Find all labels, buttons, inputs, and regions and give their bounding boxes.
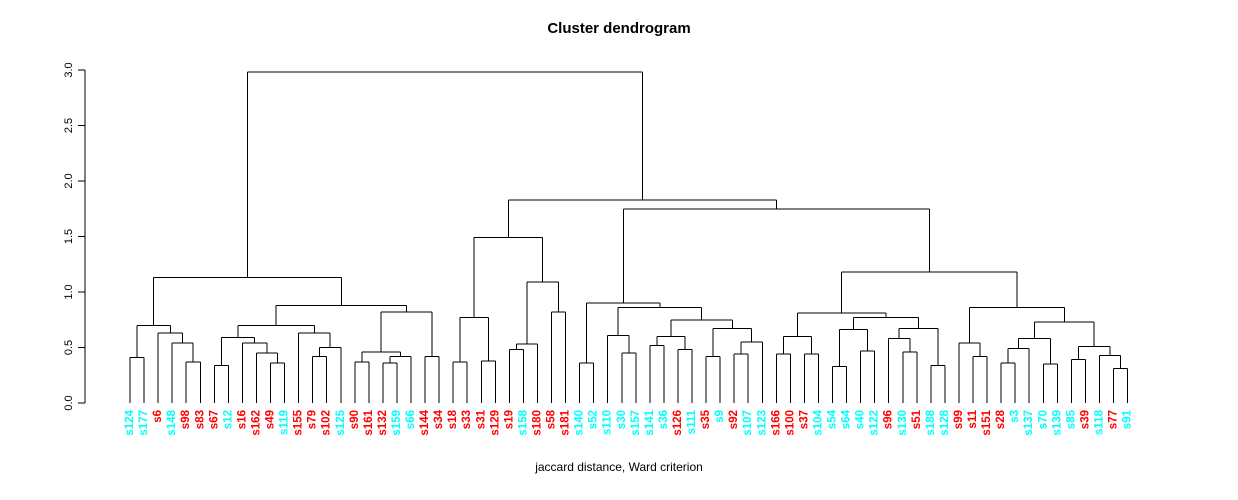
leaf-label: s132	[377, 410, 389, 436]
leaf-label: s67	[208, 410, 220, 429]
leaf-label: s177	[138, 410, 150, 436]
leaf-label: s137	[1023, 410, 1035, 436]
leaf-label: s70	[1037, 410, 1049, 429]
leaf-label: s128	[939, 409, 951, 435]
leaf-label: s40	[855, 410, 867, 429]
leaf-label: s83	[194, 410, 206, 429]
leaf-label: s52	[588, 410, 600, 429]
leaf-label: s37	[798, 410, 810, 429]
axis-tick-label: 0.0	[63, 395, 75, 410]
leaf-label: s110	[602, 410, 614, 435]
leaf-label: s30	[616, 410, 628, 429]
leaf-label: s107	[742, 410, 754, 436]
leaf-label: s35	[700, 409, 712, 429]
leaf-label: s58	[546, 409, 558, 429]
leaf-label: s140	[574, 410, 586, 436]
leaf-label: s119	[279, 410, 291, 435]
chart-title: Cluster dendrogram	[547, 20, 691, 37]
leaf-label: s162	[250, 410, 262, 436]
leaf-label: s188	[925, 409, 937, 435]
leaf-label: s91	[1122, 409, 1134, 429]
leaf-label: s122	[869, 410, 881, 436]
axis-tick-label: 1.0	[63, 284, 75, 299]
leaf-label: s34	[433, 409, 445, 429]
leaf-label: s16	[236, 410, 248, 429]
leaf-label: s79	[307, 410, 319, 429]
leaf-label: s124	[124, 409, 136, 435]
leaf-label: s3	[1009, 410, 1021, 423]
leaf-label: s144	[419, 409, 431, 435]
leaf-label: s9	[714, 410, 726, 423]
leaf-label: s33	[461, 410, 473, 429]
leaf-label: s18	[447, 409, 459, 429]
leaf-label: s11	[967, 409, 979, 428]
leaf-label: s118	[1093, 409, 1105, 435]
leaf-label: s102	[321, 410, 333, 436]
leaf-label: s181	[560, 409, 572, 435]
leaf-label: s6	[152, 410, 164, 423]
leaf-label: s166	[770, 410, 782, 436]
leaf-label: s64	[841, 409, 853, 429]
leaf-label: s12	[222, 410, 234, 429]
axis-tick-label: 3.0	[63, 62, 75, 77]
leaf-label: s104	[812, 409, 824, 435]
leaf-label: s85	[1065, 409, 1077, 429]
leaf-label: s111	[686, 409, 698, 434]
leaf-label: s180	[531, 410, 543, 436]
leaf-label: s36	[658, 410, 670, 429]
leaf-label: s155	[293, 409, 305, 435]
leaf-label: s92	[728, 410, 740, 429]
leaf-label: s77	[1108, 410, 1120, 429]
leaf-label: s157	[630, 410, 642, 436]
leaf-label: s99	[953, 410, 965, 429]
leaf-label: s54	[827, 409, 839, 429]
x-axis-label: jaccard distance, Ward criterion	[535, 460, 703, 474]
leaf-label: s49	[265, 410, 277, 429]
leaf-label: s90	[349, 410, 361, 429]
leaf-label: s161	[363, 409, 375, 435]
leaf-label: s39	[1079, 410, 1091, 429]
leaf-label: s31	[475, 409, 487, 429]
axis-tick-label: 1.5	[63, 229, 75, 244]
leaf-label: s66	[405, 410, 417, 429]
leaf-label: s98	[180, 409, 192, 429]
axis-tick-label: 0.5	[63, 340, 75, 355]
axis-tick-label: 2.0	[63, 173, 75, 188]
leaf-label: s139	[1051, 410, 1063, 436]
leaf-label: s96	[883, 410, 895, 429]
leaf-label: s125	[335, 409, 347, 435]
leaf-label: s141	[644, 409, 656, 435]
leaf-label: s126	[672, 410, 684, 436]
leaf-label: s158	[517, 409, 529, 435]
leaf-label: s159	[391, 410, 403, 436]
leaf-label: s129	[489, 410, 501, 436]
leaf-label: s28	[995, 409, 1007, 429]
leaf-label: s19	[503, 410, 515, 429]
leaf-label: s123	[756, 410, 768, 436]
leaf-label: s130	[897, 410, 909, 436]
leaf-label: s151	[981, 409, 993, 435]
leaf-label: s51	[911, 409, 923, 429]
leaf-label: s148	[166, 409, 178, 435]
leaf-label: s100	[784, 410, 796, 436]
axis-tick-label: 2.5	[63, 118, 75, 133]
